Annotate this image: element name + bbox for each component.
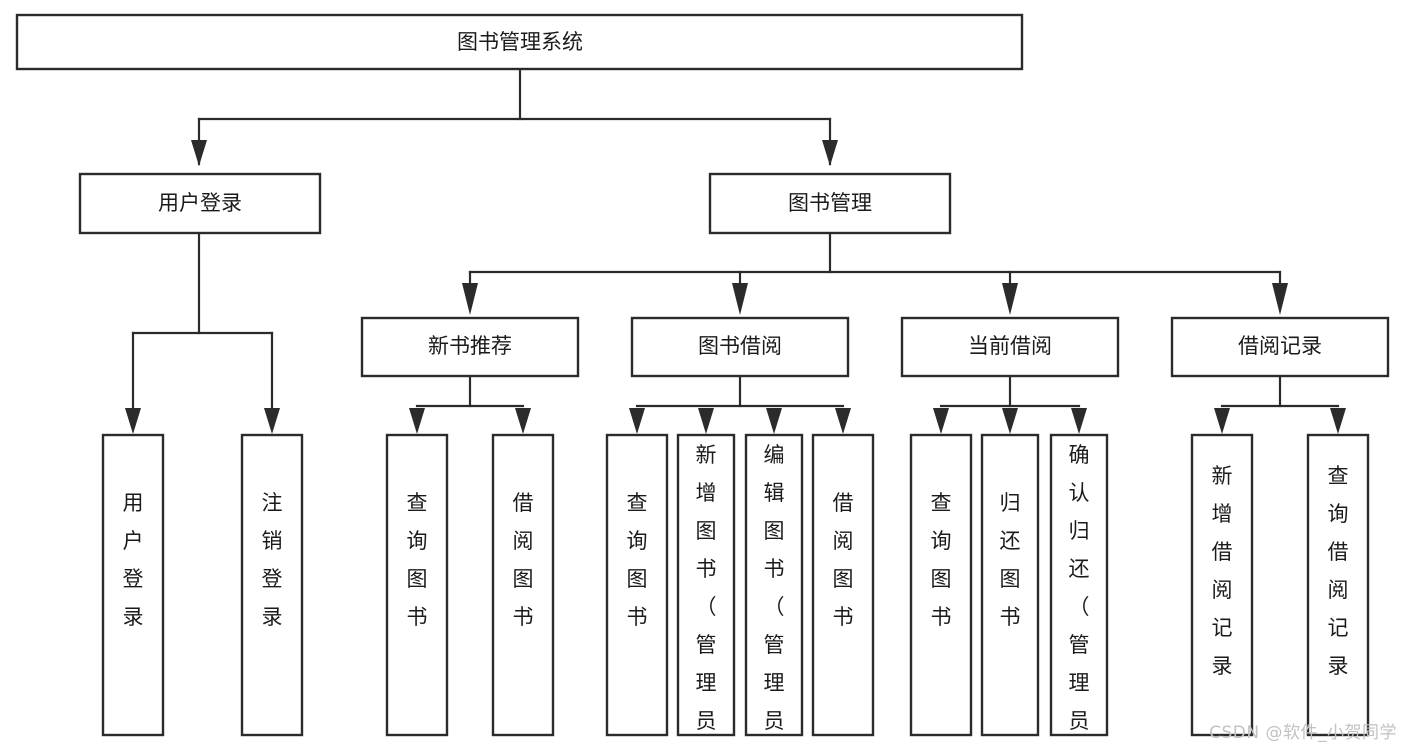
leaf-book-borrow-1-label: 新增图书（管理员） (696, 443, 717, 747)
arrow-book-mgmt-c2 (732, 283, 748, 315)
connector-layer (125, 67, 1346, 434)
leaf-book-borrow-0-label: 查询图书 (627, 491, 648, 629)
leaf-book-borrow-2-box[interactable] (744, 433, 804, 737)
leaf-new-book-0[interactable]: 查询图书 (385, 433, 449, 737)
leaf-book-borrow-0[interactable]: 查询图书 (605, 433, 669, 737)
leaf-borrow-records-1-box[interactable] (1306, 433, 1370, 737)
leaf-user-login-1-box[interactable] (240, 433, 304, 737)
leaf-borrow-records-1[interactable]: 查询借阅记录 (1306, 433, 1370, 737)
leaf-user-login-1-label: 注销登录 (262, 491, 283, 629)
node-book-borrow[interactable]: 图书借阅 (630, 316, 850, 378)
leaf-current-borrow-0[interactable]: 查询图书 (909, 433, 973, 737)
leaf-new-book-0-label: 查询图书 (407, 491, 428, 629)
leaf-book-borrow-3[interactable]: 借阅图书 (811, 433, 875, 737)
leaf-borrow-records-0-box[interactable] (1190, 433, 1254, 737)
node-new-book-recommend-label: 新书推荐 (428, 334, 512, 358)
node-new-book-recommend-box[interactable] (360, 316, 580, 378)
node-book-management-box[interactable] (708, 172, 952, 235)
leaf-book-borrow-3-box[interactable] (811, 433, 875, 737)
arrow-user-login-c1 (125, 408, 141, 434)
leaf-user-login-1[interactable]: 注销登录 (240, 433, 304, 737)
arrow-book-mgmt-c4 (1272, 283, 1288, 315)
arrow-newbook-c2 (515, 408, 531, 434)
arrow-newbook-c1 (409, 408, 425, 434)
node-user-login-label: 用户登录 (158, 191, 242, 215)
arrow-borrow-c1 (629, 408, 645, 434)
leaf-book-borrow-2-label: 编辑图书（管理员） (764, 443, 785, 747)
arrow-root-to-user-login (191, 140, 207, 166)
leaf-current-borrow-1[interactable]: 归还图书 (980, 433, 1040, 737)
node-book-management[interactable]: 图书管理 (708, 172, 952, 235)
node-root-label: 图书管理系统 (457, 30, 583, 54)
leaf-user-login-0-box[interactable] (101, 433, 165, 737)
node-user-login[interactable]: 用户登录 (78, 172, 322, 235)
arrow-records-c1 (1214, 408, 1230, 434)
leaf-current-borrow-2-box[interactable] (1049, 433, 1109, 737)
leaf-borrow-records-0[interactable]: 新增借阅记录 (1190, 433, 1254, 737)
arrow-borrow-c4 (835, 408, 851, 434)
node-current-borrow[interactable]: 当前借阅 (900, 316, 1120, 378)
arrow-book-mgmt-c1 (462, 283, 478, 315)
arrow-book-mgmt-c3 (1002, 283, 1018, 315)
arrow-root-to-book-mgmt (822, 140, 838, 166)
arrow-current-c3 (1071, 408, 1087, 434)
node-root[interactable]: 图书管理系统 (15, 13, 1024, 71)
leaf-new-book-1-label: 借阅图书 (513, 491, 534, 629)
arrow-borrow-c3 (766, 408, 782, 434)
leaf-book-borrow-3-label: 借阅图书 (833, 491, 854, 629)
csdn-watermark: CSDN @软件_小贺同学 (1209, 723, 1397, 743)
leaf-book-borrow-1[interactable]: 新增图书（管理员） (676, 433, 736, 747)
leaf-current-borrow-1-box[interactable] (980, 433, 1040, 737)
leaf-current-borrow-2[interactable]: 确认归还（管理员） (1049, 433, 1109, 747)
leaf-new-book-1-box[interactable] (491, 433, 555, 737)
leaf-new-book-0-box[interactable] (385, 433, 449, 737)
arrow-current-c2 (1002, 408, 1018, 434)
leaf-book-borrow-1-box[interactable] (676, 433, 736, 737)
arrow-current-c1 (933, 408, 949, 434)
node-borrow-records-label: 借阅记录 (1238, 334, 1322, 358)
leaf-new-book-1[interactable]: 借阅图书 (491, 433, 555, 737)
leaf-user-login-0-label: 用户登录 (123, 491, 144, 629)
node-root-box[interactable] (15, 13, 1024, 71)
leaf-user-login-0[interactable]: 用户登录 (101, 433, 165, 737)
leaf-book-borrow-0-box[interactable] (605, 433, 669, 737)
node-borrow-records[interactable]: 借阅记录 (1170, 316, 1390, 378)
node-current-borrow-label: 当前借阅 (968, 334, 1052, 358)
leaf-current-borrow-0-box[interactable] (909, 433, 973, 737)
node-book-borrow-box[interactable] (630, 316, 850, 378)
leaf-borrow-records-1-label: 查询借阅记录 (1328, 464, 1349, 678)
leaf-borrow-records-0-label: 新增借阅记录 (1212, 464, 1233, 678)
node-book-management-label: 图书管理 (788, 191, 872, 215)
node-borrow-records-box[interactable] (1170, 316, 1390, 378)
arrow-user-login-c2 (264, 408, 280, 434)
node-current-borrow-box[interactable] (900, 316, 1120, 378)
arrow-records-c2 (1330, 408, 1346, 434)
node-new-book-recommend[interactable]: 新书推荐 (360, 316, 580, 378)
leaf-book-borrow-2[interactable]: 编辑图书（管理员） (744, 433, 804, 747)
leaf-current-borrow-2-label: 确认归还（管理员） (1069, 443, 1090, 747)
node-book-borrow-label: 图书借阅 (698, 334, 782, 358)
leaf-current-borrow-0-label: 查询图书 (931, 491, 952, 629)
leaf-current-borrow-1-label: 归还图书 (1000, 491, 1021, 629)
arrow-borrow-c2 (698, 408, 714, 434)
node-user-login-box[interactable] (78, 172, 322, 235)
